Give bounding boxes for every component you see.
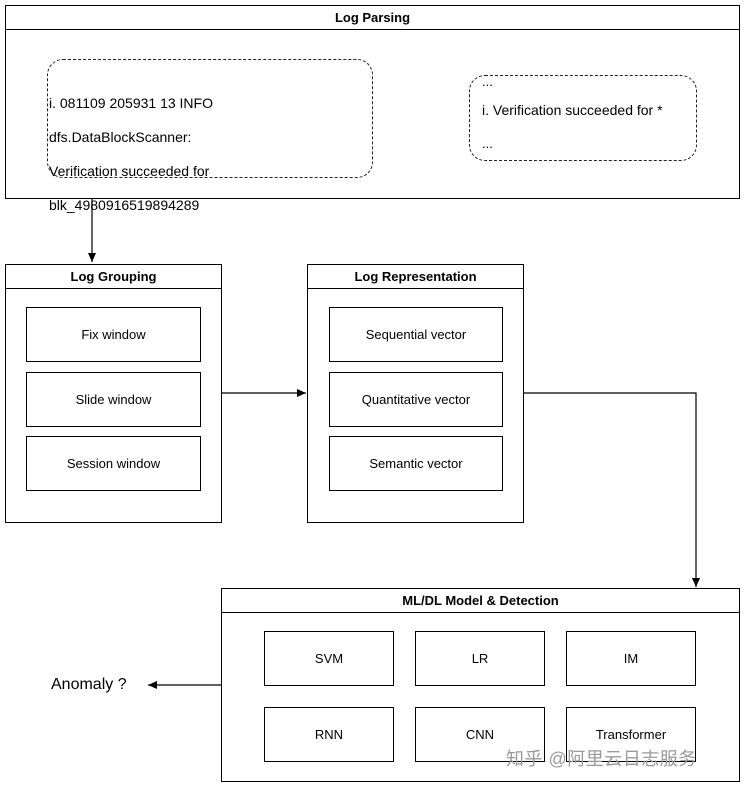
log-template-box [469,75,697,161]
template-top-ellipsis: ... [482,74,493,89]
transformer-box: Transformer [566,707,696,762]
log-representation-title: Log Representation [308,265,523,289]
template-bottom-ellipsis: ... [482,136,493,151]
arrow-representation-to-model [524,392,700,587]
raw-log-line: Verification succeeded for [49,163,210,179]
sequential-vector-box: Sequential vector [329,307,503,362]
session-window-box: Session window [26,436,201,491]
fix-window-box: Fix window [26,307,201,362]
log-template-text: i. Verification succeeded for * [482,102,663,118]
lr-box: LR [415,631,545,686]
log-grouping-title: Log Grouping [6,265,221,289]
model-detection-title: ML/DL Model & Detection [222,589,739,613]
raw-log-line: blk_4980916519894289 [49,197,200,213]
semantic-vector-box: Semantic vector [329,436,503,491]
quantitative-vector-box: Quantitative vector [329,372,503,427]
rnn-box: RNN [264,707,394,762]
im-box: IM [566,631,696,686]
log-parsing-title: Log Parsing [6,6,739,30]
raw-log-line: dfs.DataBlockScanner: [49,129,192,145]
watermark-text: 知乎 @阿里云日志服务 [506,749,697,769]
raw-log-box [47,59,373,178]
slide-window-box: Slide window [26,372,201,427]
raw-log-line: i. 081109 205931 13 INFO [49,95,213,111]
raw-log-text: i. 081109 205931 13 INFO dfs.DataBlockSc… [49,78,213,231]
svm-box: SVM [264,631,394,686]
cnn-box: CNN [415,707,545,762]
anomaly-label: Anomaly ? [51,676,127,693]
